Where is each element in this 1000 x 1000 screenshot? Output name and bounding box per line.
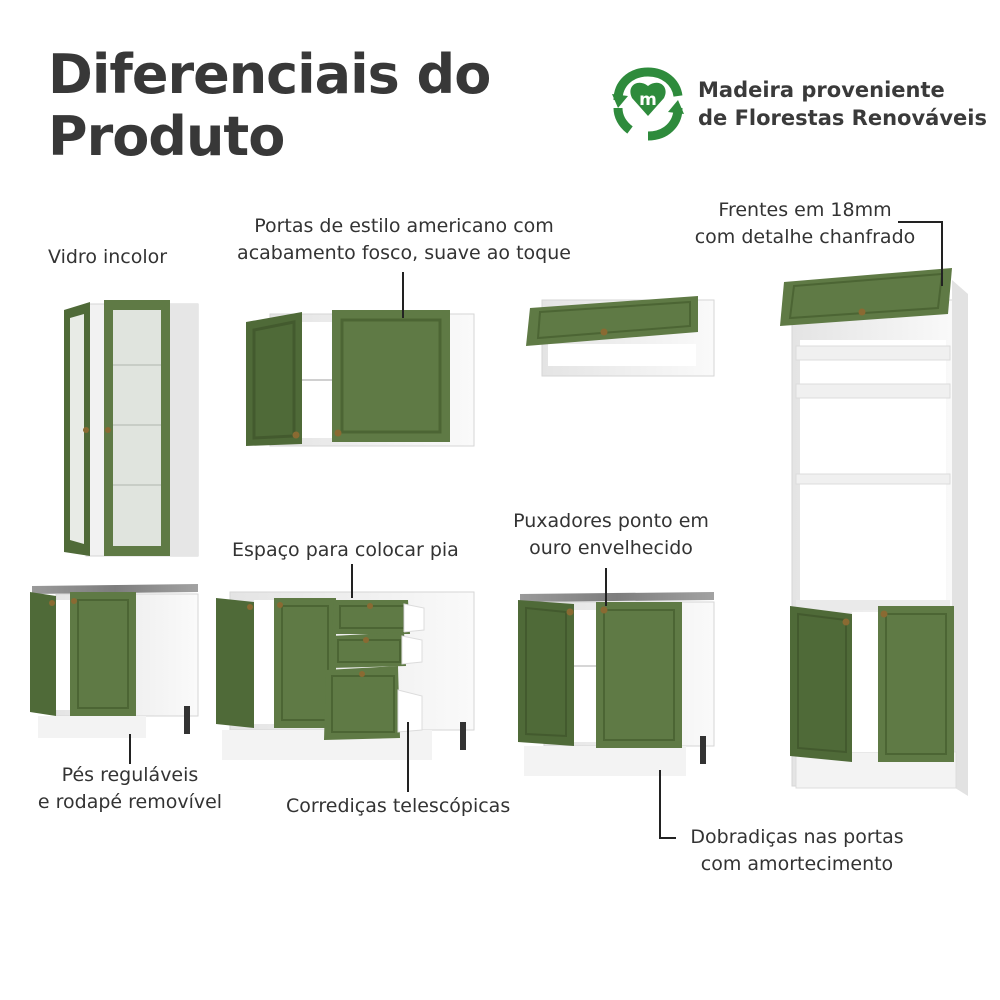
label-pes-line-2: e rodapé removível	[37, 791, 223, 813]
upper-two-door-cabinet	[246, 310, 475, 447]
label-corredicas: Corrediças telescópicas	[286, 795, 511, 817]
sink-base-cabinet	[216, 591, 475, 760]
badge-line-1: Madeira proveniente	[698, 78, 945, 102]
label-frentes-18mm: Frentes em 18mm com detalhe chanfrado	[680, 197, 930, 251]
badge-line-2: de Florestas Renováveis	[698, 106, 987, 130]
label-pes-line-1: Pés reguláveis	[61, 764, 199, 786]
label-espaco-pia: Espaço para colocar pia	[232, 539, 459, 561]
tall-oven-cabinet	[780, 268, 968, 796]
label-vidro-incolor: Vidro incolor	[48, 246, 168, 268]
recycle-m-icon: m	[612, 67, 684, 141]
label-portas-americano: Portas de estilo americano com acabament…	[216, 213, 592, 267]
label-frentes-line-1: Frentes em 18mm	[718, 199, 892, 221]
label-dobradicas-line-1: Dobradiças nas portas	[690, 826, 904, 848]
renewable-badge-text: Madeira proveniente de Florestas Renováv…	[698, 76, 987, 132]
label-dobradicas-line-2: com amortecimento	[700, 853, 894, 875]
leader-lines	[129, 221, 943, 839]
title-line-1: Diferenciais do	[48, 43, 491, 106]
base-cabinet-left	[30, 584, 199, 738]
glass-cabinet	[64, 300, 199, 557]
svg-text:m: m	[639, 90, 657, 110]
base-cabinet-right	[518, 592, 715, 776]
label-puxadores-line-2: ouro envelhecido	[529, 537, 693, 559]
title-line-2: Produto	[48, 105, 285, 168]
flip-up-upper-cabinet	[526, 296, 715, 377]
label-portas-line-1: Portas de estilo americano com	[254, 215, 554, 237]
label-pes-regulaveis: Pés reguláveis e rodapé removível	[20, 762, 240, 816]
label-dobradicas: Dobradiças nas portas com amortecimento	[674, 824, 920, 878]
page-title: Diferenciais do Produto	[48, 43, 491, 168]
label-puxadores: Puxadores ponto em ouro envelhecido	[496, 508, 726, 562]
label-frentes-line-2: com detalhe chanfrado	[694, 226, 916, 248]
label-puxadores-line-1: Puxadores ponto em	[513, 510, 709, 532]
label-portas-line-2: acabamento fosco, suave ao toque	[237, 242, 571, 264]
